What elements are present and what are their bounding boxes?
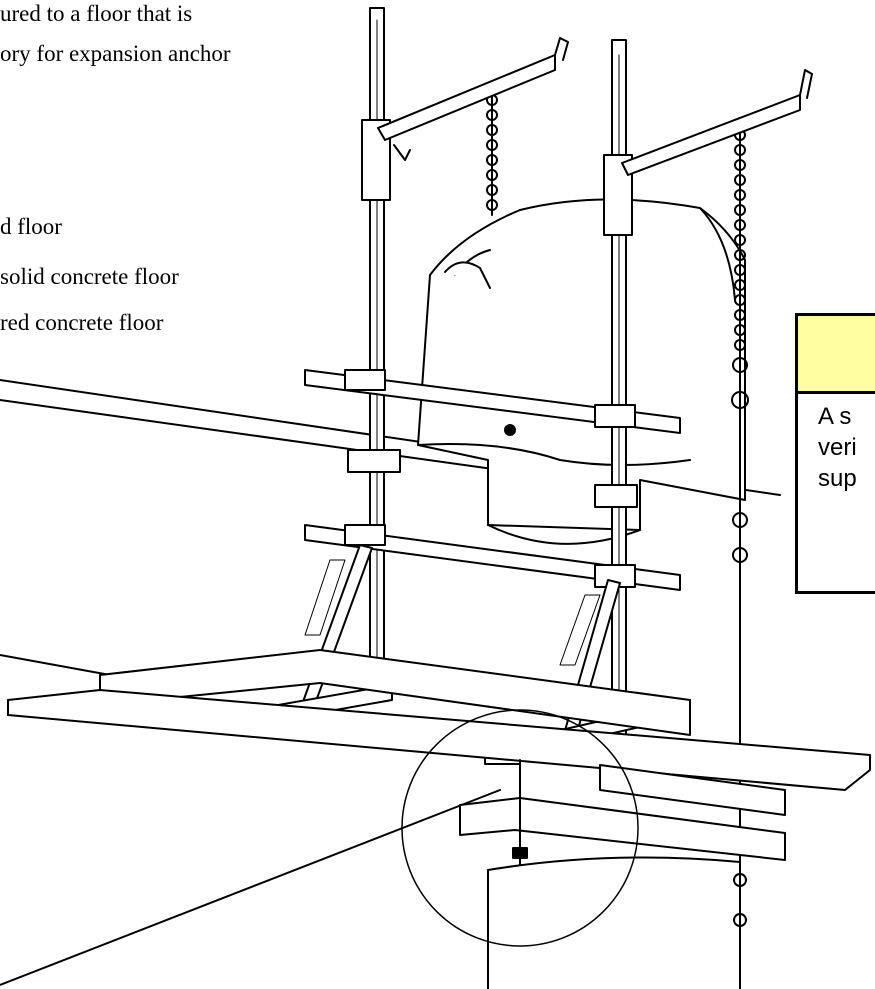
warning-line-1: A s bbox=[818, 403, 852, 430]
warning-header bbox=[798, 316, 875, 394]
tank-upper bbox=[417, 198, 746, 545]
crossbars bbox=[304, 369, 681, 591]
top-arms bbox=[377, 37, 813, 176]
anchor-bolt bbox=[512, 759, 528, 866]
warning-line-3: sup bbox=[818, 465, 857, 492]
left-upright bbox=[361, 7, 391, 689]
text-line-4: solid concrete floor bbox=[0, 264, 179, 289]
text-line-5: red concrete floor bbox=[0, 310, 164, 335]
text-line-3: d floor bbox=[0, 214, 62, 239]
detail-callout-circle bbox=[401, 709, 639, 947]
warning-text: A s veri sup bbox=[818, 401, 857, 494]
boards bbox=[7, 649, 871, 861]
warning-line-2: veri bbox=[818, 434, 857, 461]
left-chain bbox=[486, 84, 498, 216]
text-line-1: ured to a floor that is bbox=[0, 1, 193, 26]
warning-box: A s veri sup bbox=[795, 313, 875, 594]
right-chain bbox=[731, 119, 749, 989]
tank-lower bbox=[487, 856, 741, 989]
text-line-2: ory for expansion anchor bbox=[0, 41, 231, 66]
